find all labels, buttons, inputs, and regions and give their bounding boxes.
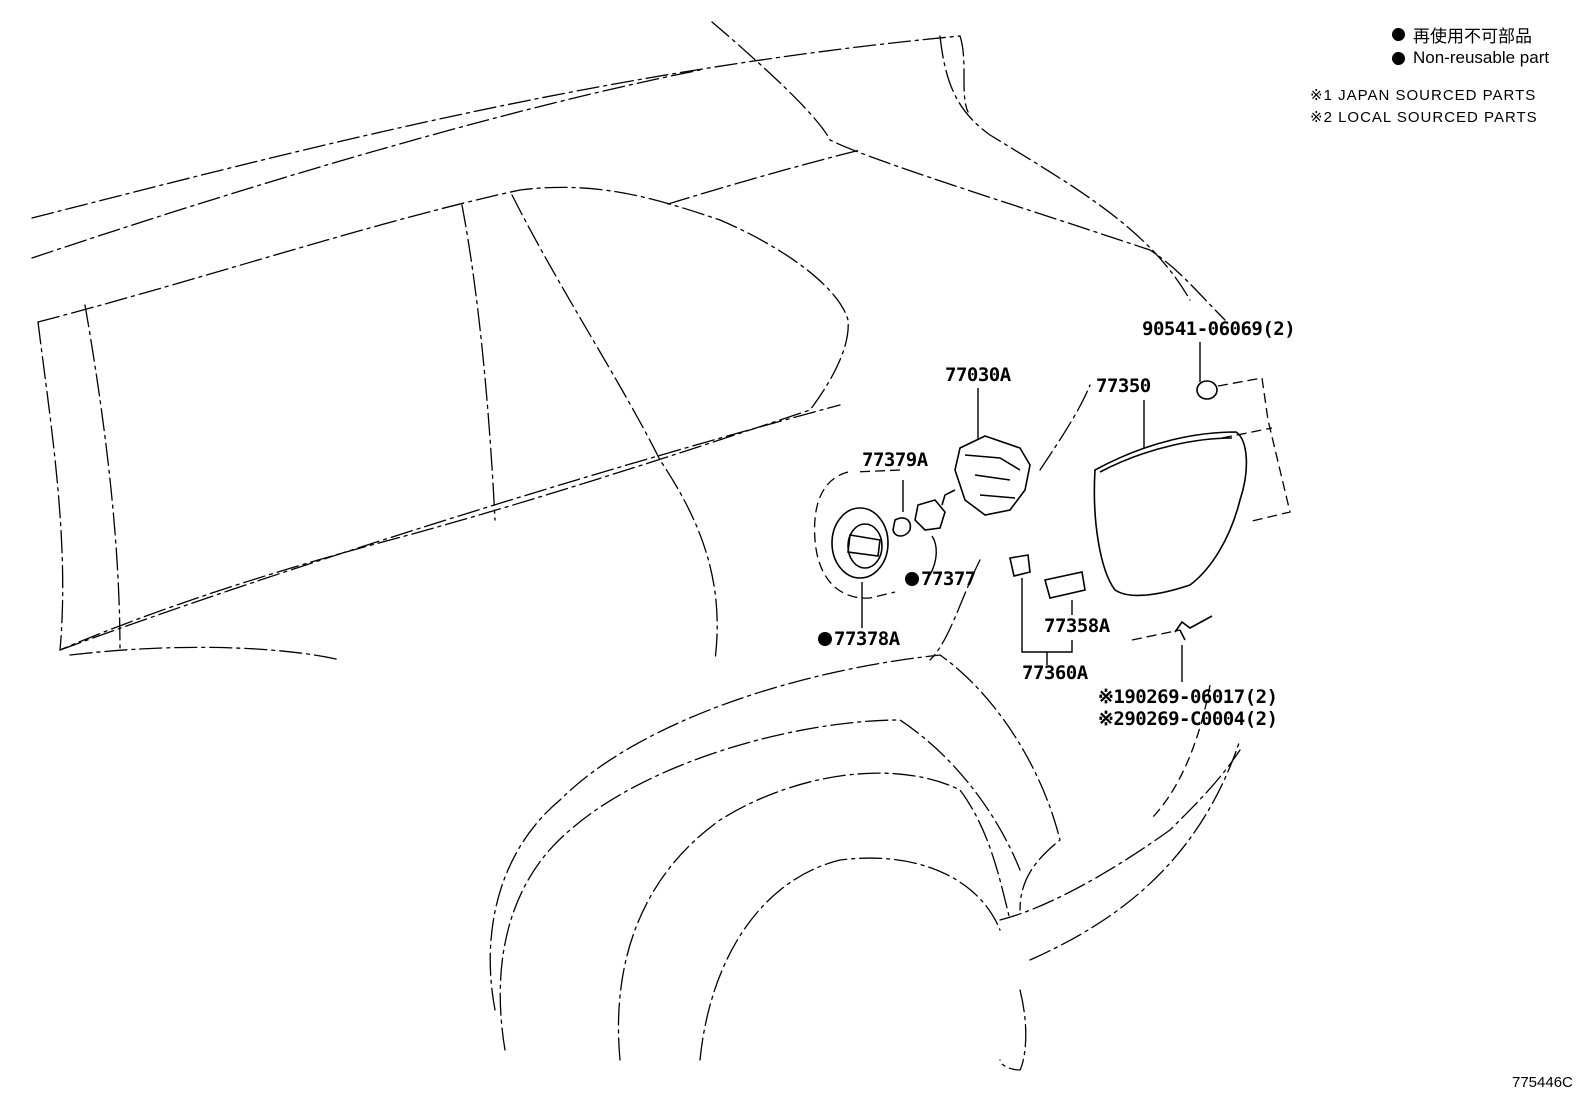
spring-part (892, 517, 912, 537)
label-hinge: 77360A (1022, 662, 1088, 684)
c-pillar-a (461, 204, 496, 521)
label-opener-lock: 77030A (945, 364, 1011, 386)
window-inner (667, 149, 861, 205)
rear-bumper-curve (1029, 739, 1241, 961)
screw-part (1196, 380, 1218, 400)
note-japan: ※1 JAPAN SOURCED PARTS (1310, 87, 1537, 104)
label-housing-text: 77378A (834, 628, 900, 650)
legend-en-text: Non-reusable part (1413, 48, 1550, 67)
fuel-door-panel (1093, 431, 1248, 597)
label-hinge-spring: 77358A (1044, 615, 1110, 637)
hinge-clip (1009, 554, 1031, 577)
legend-row-jp: 再使用不可部品 (1392, 22, 1549, 46)
legend-row-en: Non-reusable part (1392, 46, 1549, 70)
label-spring: 77379A (862, 449, 928, 471)
non-reusable-dot-icon (818, 632, 832, 646)
roof-pillar (711, 21, 1226, 321)
label-door-assy: 77350 (1096, 375, 1151, 397)
label-rivet-local: ※290269-C0004(2) (1098, 708, 1278, 730)
rear-bumper-lower (999, 749, 1241, 921)
hinge-spring-part (1044, 571, 1086, 599)
b-pillar-rear (84, 304, 121, 651)
reference-code: 775446C (1512, 1074, 1573, 1091)
cushion-part (914, 499, 946, 531)
non-reusable-dot-icon (905, 572, 919, 586)
wheel-arch-inner (499, 719, 1021, 1051)
source-notes: ※1 JAPAN SOURCED PARTS ※2 LOCAL SOURCED … (1310, 86, 1538, 130)
note-local: ※2 LOCAL SOURCED PARTS (1310, 109, 1538, 126)
tire-outline (699, 857, 1001, 1061)
window-line-lower (59, 404, 841, 651)
label-rivet-jp: ※190269-06017(2) (1098, 686, 1278, 708)
b-pillar-front (37, 321, 64, 651)
label-housing: 77378A (818, 630, 900, 649)
label-screw: 90541-06069(2) (1142, 318, 1296, 340)
roof-inner-line (31, 69, 701, 259)
body-side-line (1039, 384, 1091, 471)
label-cushion: 77377 (905, 570, 976, 589)
filler-housing (831, 507, 889, 579)
non-reusable-dot-icon (1392, 27, 1405, 41)
rear-pillar-line (939, 35, 1191, 301)
wheel-arch-outer (489, 654, 1061, 1011)
window-frame (37, 186, 849, 651)
roof-outline (31, 35, 969, 219)
opener-lock-assy (954, 435, 1031, 516)
c-pillar-b (511, 194, 718, 661)
wheel-well (617, 772, 1011, 1061)
label-cushion-text: 77377 (921, 568, 976, 590)
rivet-part (1174, 615, 1213, 641)
body-curve (929, 559, 981, 661)
body-lower-line (69, 646, 341, 661)
legend: 再使用不可部品 Non-reusable part (1392, 22, 1549, 70)
non-reusable-dot-icon (1392, 51, 1405, 65)
legend-jp-text: 再使用不可部品 (1413, 26, 1532, 46)
rear-bumper-edge (999, 989, 1027, 1071)
